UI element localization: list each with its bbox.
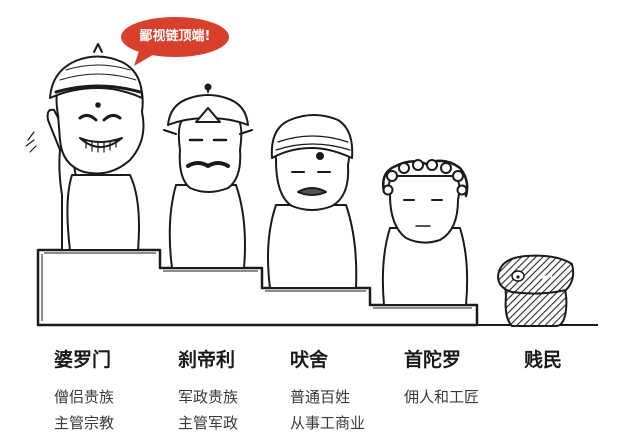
caste-desc-vaishya-1: 普通百姓 <box>290 388 351 406</box>
caste-desc-shudra-1: 佣人和工匠 <box>404 388 480 406</box>
kshatriya-figure <box>163 83 253 269</box>
caste-name-brahmin: 婆罗门 <box>54 349 112 371</box>
speech-bubble: 鄙视链顶端! <box>122 18 228 56</box>
vaishya-figure <box>267 114 358 289</box>
caste-name-dalit: 贱民 <box>524 349 563 371</box>
caste-desc-vaishya-2: 从事工商业 <box>290 414 366 432</box>
caste-dalit: 贱民 <box>524 345 562 372</box>
dalit-figure <box>497 254 575 327</box>
caste-name-vaishya: 吠舍 <box>290 349 329 371</box>
shudra-figure <box>381 159 469 306</box>
speech-bubble-text: 鄙视链顶端! <box>139 29 211 44</box>
brahmin-figure <box>25 43 145 251</box>
caste-shudra: 首陀罗 佣人和工匠 <box>404 345 479 410</box>
caste-desc-brahmin-1: 僧侣贵族 <box>54 388 115 406</box>
caste-name-kshatriya: 刹帝利 <box>178 349 236 371</box>
caste-desc-brahmin-2: 主管宗教 <box>54 414 115 432</box>
caste-brahmin: 婆罗门 僧侣贵族 主管宗教 <box>54 345 114 436</box>
caste-name-shudra: 首陀罗 <box>404 349 462 371</box>
caste-kshatriya: 刹帝利 军政贵族 主管军政 <box>178 345 238 436</box>
staircase-podium <box>36 248 598 327</box>
caste-desc-kshatriya-1: 军政贵族 <box>178 388 239 406</box>
speech-bubble-shape <box>121 17 229 66</box>
caste-desc-kshatriya-2: 主管军政 <box>178 414 239 432</box>
caste-vaishya: 吠舍 普通百姓 从事工商业 <box>290 345 365 436</box>
